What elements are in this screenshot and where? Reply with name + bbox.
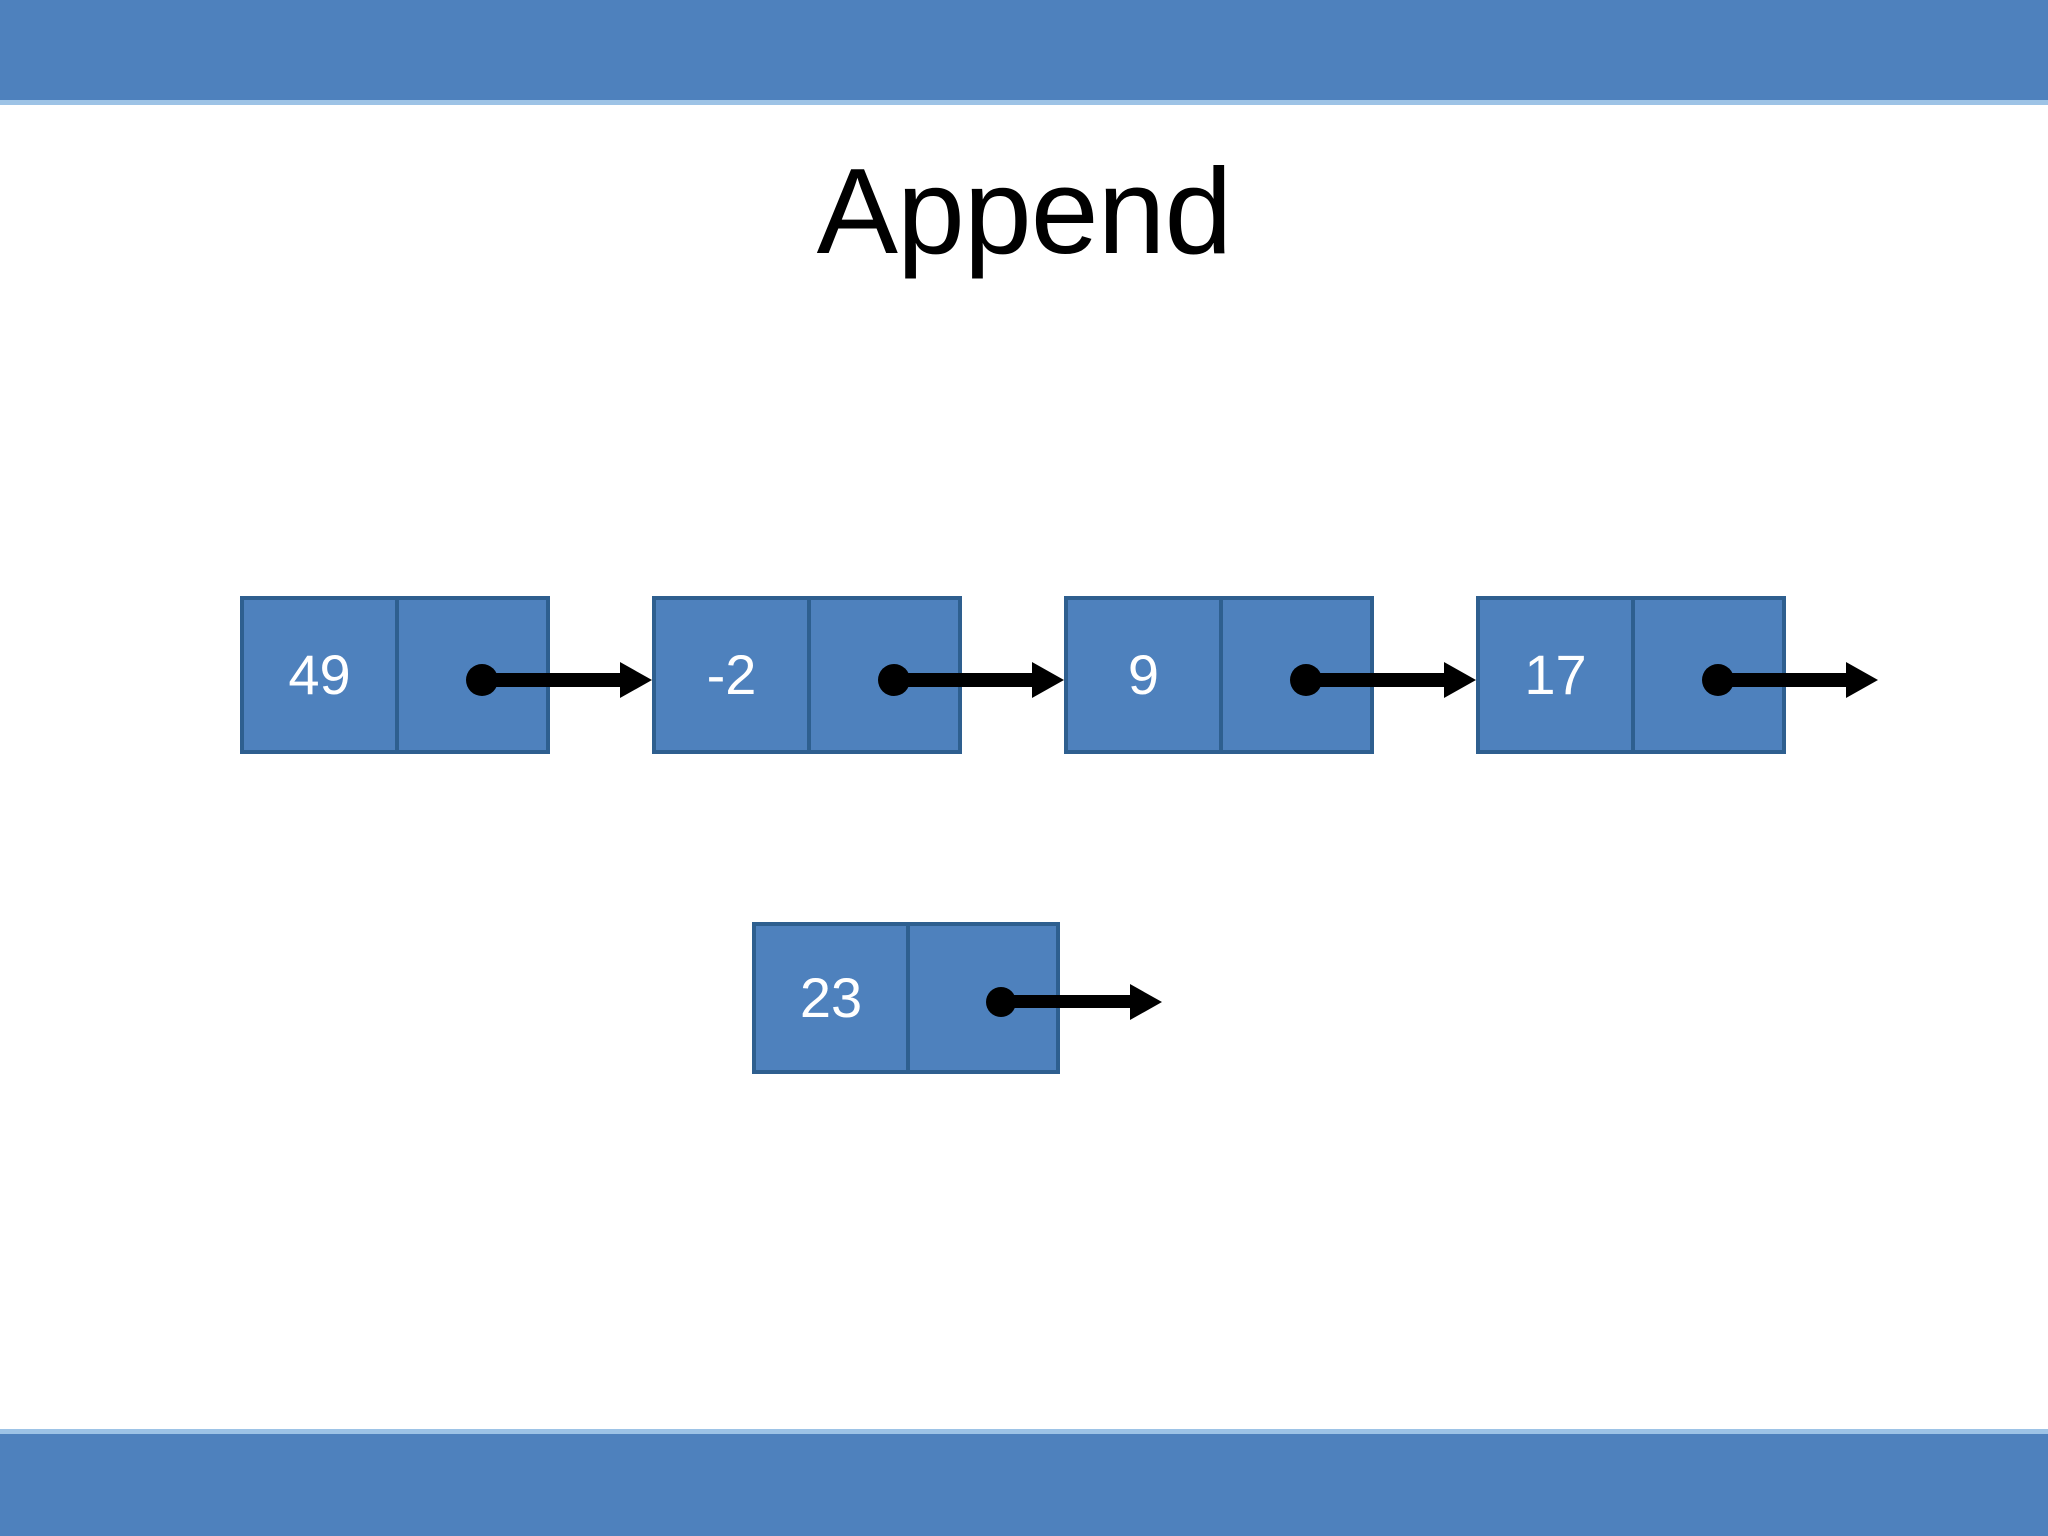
node-next-cell xyxy=(807,600,958,750)
pointer-arrowhead-icon xyxy=(1032,662,1064,698)
node-value-cell: 17 xyxy=(1480,600,1631,750)
node-value-cell: 9 xyxy=(1068,600,1219,750)
page-title: Append xyxy=(816,143,1233,279)
pointer-line xyxy=(1718,673,1846,687)
top-decorative-band xyxy=(0,0,2048,100)
node-next-cell xyxy=(395,600,546,750)
pointer-line xyxy=(1000,995,1132,1008)
node-value: 23 xyxy=(799,966,863,1029)
node-value: 49 xyxy=(288,643,351,706)
node-value: -2 xyxy=(706,643,757,706)
bottom-accent-rule xyxy=(0,1429,2048,1434)
node-value-cell: 49 xyxy=(244,600,395,750)
node-value: 17 xyxy=(1524,643,1587,706)
top-accent-rule xyxy=(0,100,2048,105)
pointer-line xyxy=(1306,673,1456,687)
node-value-cell: 23 xyxy=(756,926,906,1070)
bottom-decorative-band xyxy=(0,1434,2048,1536)
node-next-cell xyxy=(1631,600,1782,750)
node-value: 9 xyxy=(1127,643,1160,706)
pointer-line xyxy=(894,673,1044,687)
pointer-arrowhead-icon xyxy=(1846,662,1878,698)
pointer-arrowhead-icon xyxy=(1130,984,1162,1020)
pointer-line xyxy=(482,673,632,687)
pointer-arrowhead-icon xyxy=(620,662,652,698)
node-value-cell: -2 xyxy=(656,600,807,750)
node-next-cell xyxy=(906,926,1056,1070)
node-next-cell xyxy=(1219,600,1370,750)
pointer-arrowhead-icon xyxy=(1444,662,1476,698)
